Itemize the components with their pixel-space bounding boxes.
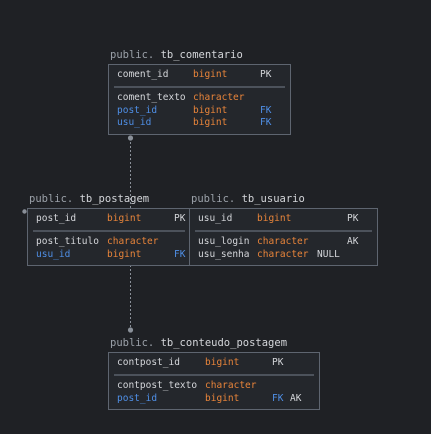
column-row[interactable]: post_id bigint PK [28,213,190,225]
schema-label: public. [110,337,155,349]
column-name: coment_id [117,69,169,80]
column-type: character [107,236,159,247]
column-row[interactable]: coment_texto character [109,92,290,104]
column-name: usu_id [117,117,152,128]
primary-key-badge: PK [260,69,272,80]
relation-endpoint-comentario [127,135,134,141]
column-row[interactable]: usu_senha character NULL [190,249,377,261]
alternate-key-badge: AK [290,393,302,404]
table-title-tb-postagem: public. tb_postagem [29,193,149,205]
nullable-badge: NULL [317,249,340,260]
key-separator [114,86,285,88]
column-row[interactable]: post_id bigint FK AK [109,393,319,405]
column-name: usu_senha [198,249,250,260]
relation-endpoint-conteudo [127,327,134,333]
column-type: bigint [193,69,228,80]
column-type: bigint [205,393,240,404]
column-type: character [205,380,257,391]
column-row[interactable]: post_id bigint FK [109,105,290,117]
column-type: character [257,236,309,247]
column-name: post_titulo [36,236,99,247]
table-tb-usuario[interactable]: usu_id bigint PK usu_login character AK … [189,208,378,266]
key-separator [195,230,372,232]
schema-label: public. [29,193,74,205]
schema-label: public. [191,193,236,205]
column-row[interactable]: contpost_texto character [109,380,319,392]
column-type: character [257,249,309,260]
primary-key-badge: PK [272,357,284,368]
column-name: post_id [117,105,158,116]
column-name: coment_texto [117,92,186,103]
column-name: post_id [36,213,77,224]
column-name: contpost_id [117,357,180,368]
column-type: character [193,92,245,103]
table-tb-conteudo-postagem[interactable]: contpost_id bigint PK contpost_texto cha… [108,352,320,410]
foreign-key-badge: FK [174,249,186,260]
primary-key-badge: PK [174,213,186,224]
table-title-tb-usuario: public. tb_usuario [191,193,305,205]
column-name: usu_login [198,236,250,247]
table-title-tb-conteudo-postagem: public. tb_conteudo_postagem [110,337,287,349]
schema-label: public. [110,49,155,61]
table-name: tb_usuario [241,193,305,205]
table-title-tb-comentario: public. tb_comentario [110,49,243,61]
table-tb-postagem[interactable]: post_id bigint PK post_titulo character … [27,208,191,266]
column-row[interactable]: usu_id bigint FK [109,117,290,129]
relation-endpoint-postagem-left [22,209,27,214]
column-type: bigint [107,249,142,260]
column-type: bigint [193,117,228,128]
foreign-key-badge: FK [272,393,284,404]
column-name: post_id [117,393,158,404]
primary-key-badge: PK [347,213,359,224]
column-row[interactable]: coment_id bigint PK [109,69,290,81]
column-row[interactable]: contpost_id bigint PK [109,357,319,369]
column-row[interactable]: usu_id bigint FK [28,249,190,261]
foreign-key-badge: FK [260,105,272,116]
table-tb-comentario[interactable]: coment_id bigint PK coment_texto charact… [108,64,291,135]
column-type: bigint [107,213,142,224]
column-row[interactable]: post_titulo character [28,236,190,248]
table-name: tb_conteudo_postagem [160,337,288,349]
table-name: tb_postagem [79,193,150,205]
column-type: bigint [193,105,228,116]
key-separator [33,230,185,232]
column-row[interactable]: usu_id bigint PK [190,213,377,225]
table-name: tb_comentario [160,49,243,61]
column-row[interactable]: usu_login character AK [190,236,377,248]
alternate-key-badge: AK [347,236,359,247]
column-name: usu_id [36,249,71,260]
key-separator [114,374,314,376]
foreign-key-badge: FK [260,117,272,128]
column-type: bigint [257,213,292,224]
column-name: usu_id [198,213,233,224]
column-type: bigint [205,357,240,368]
column-name: contpost_texto [117,380,198,391]
